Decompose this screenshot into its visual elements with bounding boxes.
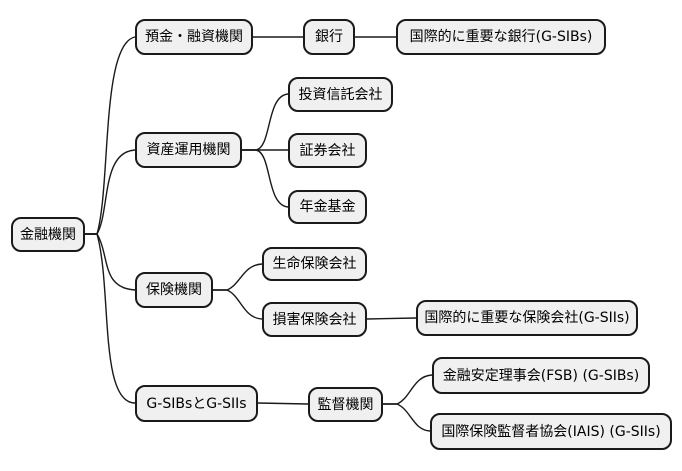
node-gsibs-gsiis: G-SIBsとG-SIIs [135,385,258,422]
edge-insurance-to-nonlife-insurance [212,289,263,320]
node-bank-label: 銀行 [315,29,343,45]
node-gsiis-insurers: 国際的に重要な保険会社(G-SIIs) [416,300,638,336]
node-securities: 証券会社 [288,133,367,168]
edge-asset-to-investment-trust [241,93,289,151]
node-root-label: 金融機関 [20,226,76,243]
node-securities-label: 証券会社 [299,142,356,159]
edge-nonlife-to-gsiis-insurers [366,317,417,320]
edge-insurance-to-life-insurance [212,263,263,291]
edge-supervisory-to-iais [382,403,431,432]
node-iais: 国際保険監督者協会(IAIS) (G-SIIs) [430,413,672,450]
node-gsibs-banks-label: 国際的に重要な銀行(G-SIBs) [409,29,593,45]
node-fsb: 金融安定理事会(FSB) (G-SIBs) [432,357,650,394]
edge-asset-to-pension-fund [241,149,289,208]
edge-root-to-gsibs-gsiis [84,233,136,404]
node-supervisory-label: 監督機関 [317,396,374,413]
node-supervisory: 監督機関 [308,387,383,422]
node-fsb-label: 金融安定理事会(FSB) (G-SIBs) [442,367,640,384]
edge-supervisory-to-fsb [382,374,433,405]
edge-root-to-deposit-lending [84,36,136,235]
node-pension-fund: 年金基金 [288,190,367,224]
node-insurance-label: 保険機関 [146,282,202,298]
node-investment-trust: 投資信託会社 [288,77,393,112]
node-life-insurance-label: 生命保険会社 [272,256,357,272]
node-nonlife-insurance: 損害保険会社 [262,302,367,337]
node-investment-trust-label: 投資信託会社 [298,86,383,103]
node-iais-label: 国際保険監督者協会(IAIS) (G-SIIs) [441,423,661,440]
edge-root-to-asset-management [84,149,136,235]
node-life-insurance: 生命保険会社 [262,247,367,281]
node-nonlife-insurance-label: 損害保険会社 [272,311,357,328]
node-gsibs-banks: 国際的に重要な銀行(G-SIBs) [396,19,606,55]
node-asset-management: 資産運用機関 [135,132,242,168]
node-asset-management-label: 資産運用機関 [146,142,231,158]
edge-root-to-insurance [84,233,136,291]
node-bank: 銀行 [303,19,355,55]
node-root: 金融機関 [11,217,85,252]
node-deposit-lending-label: 預金・融資機関 [145,29,243,45]
node-pension-fund-label: 年金基金 [299,199,356,215]
edge-gsibs-gsiis-to-supervisory [257,402,309,405]
node-deposit-lending: 預金・融資機関 [135,19,253,55]
node-insurance: 保険機関 [135,272,213,308]
node-gsibs-gsiis-label: G-SIBsとG-SIIs [146,395,247,412]
node-gsiis-insurers-label: 国際的に重要な保険会社(G-SIIs) [424,310,630,326]
